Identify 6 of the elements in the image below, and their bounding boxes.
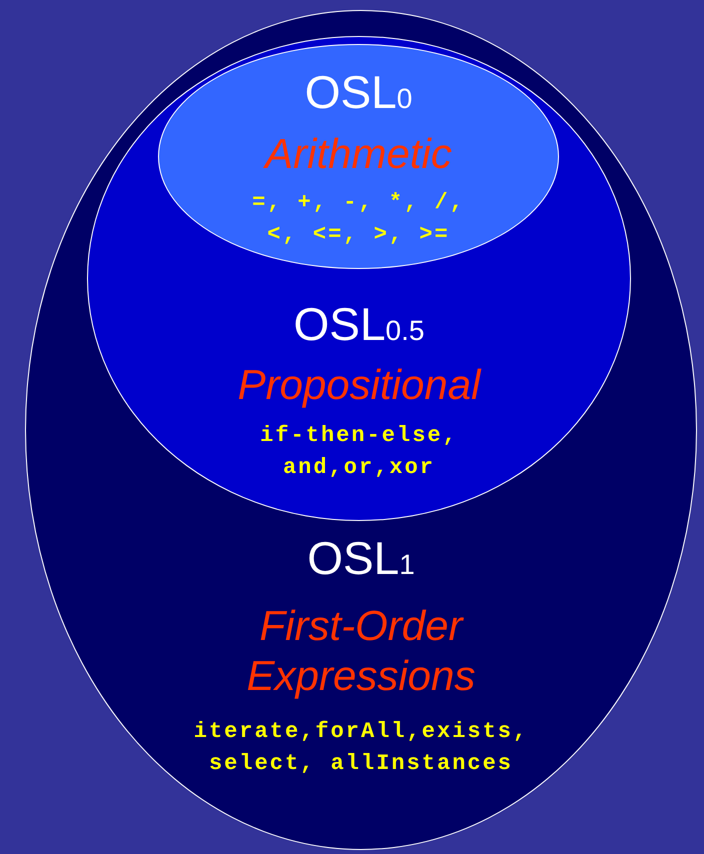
level-title: First-Order Expressions bbox=[246, 601, 476, 701]
operator-list: iterate,forAll,exists, select, allInstances bbox=[146, 716, 576, 780]
level-title: Propositional bbox=[236, 360, 482, 410]
operator-list: if-then-else, and,or,xor bbox=[239, 420, 479, 484]
operator-list: =, +, -, *, /, <, <=, >, >= bbox=[236, 187, 481, 251]
level-title: Arithmetic bbox=[262, 129, 453, 179]
